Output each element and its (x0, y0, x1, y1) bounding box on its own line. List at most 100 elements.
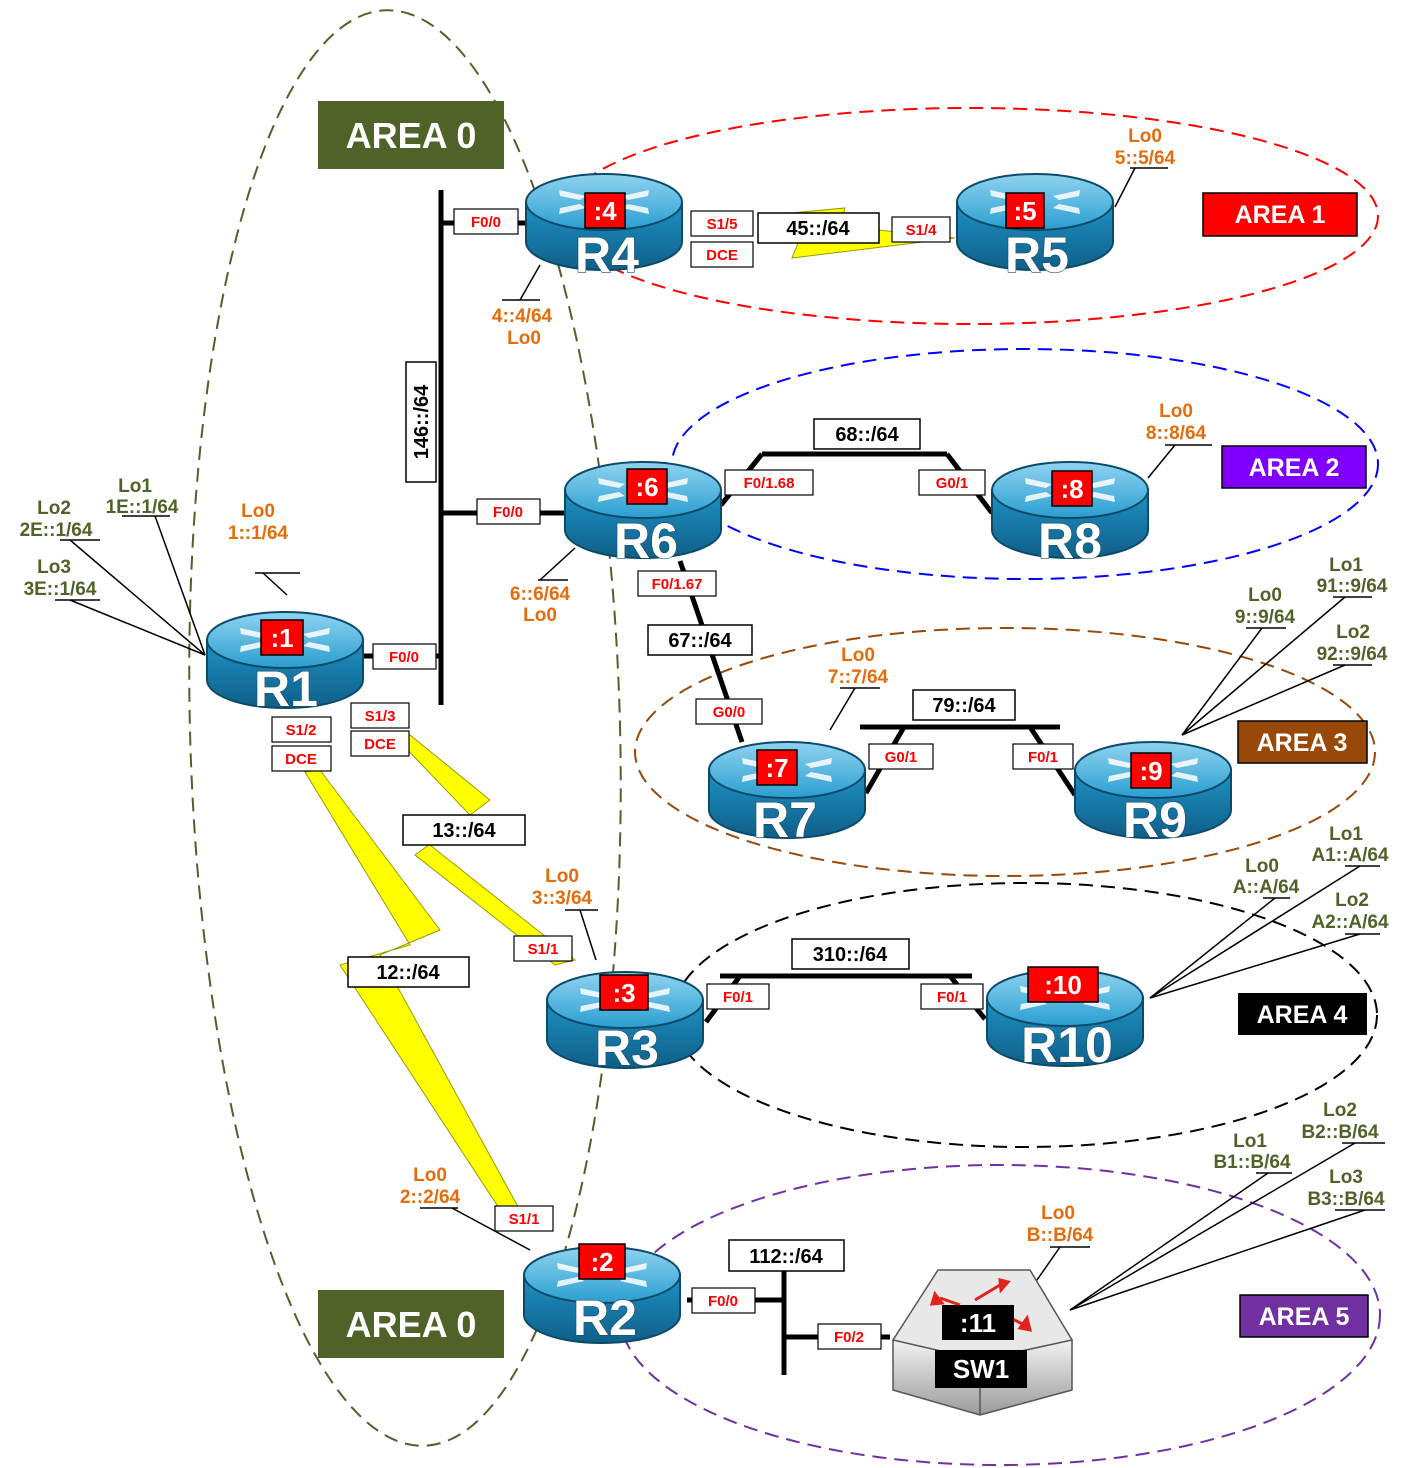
svg-text:Lo0: Lo0 (241, 501, 275, 522)
svg-text:13::/64: 13::/64 (432, 820, 496, 842)
area3-label: AREA 3 (1237, 720, 1368, 764)
svg-text:AREA 5: AREA 5 (1259, 1303, 1350, 1331)
svg-text:9::9/64: 9::9/64 (1235, 607, 1296, 628)
svg-text:R4: R4 (575, 227, 639, 283)
router-r7[interactable]: :7 R7 (708, 741, 866, 849)
svg-text:B3::B/64: B3::B/64 (1307, 1189, 1385, 1210)
svg-text:R6: R6 (614, 513, 678, 569)
loopback-leaders (55, 167, 1385, 1311)
net-68-label: 68::/64 (813, 418, 921, 450)
svg-text:310::/64: 310::/64 (813, 944, 888, 966)
net-310-label: 310::/64 (791, 938, 910, 970)
router-r8[interactable]: :8 R8 (991, 461, 1149, 570)
svg-text:92::9/64: 92::9/64 (1317, 644, 1388, 665)
svg-text:Lo0: Lo0 (1041, 1203, 1075, 1224)
router-r6[interactable]: :6 R6 (564, 461, 722, 570)
svg-text:F0/0: F0/0 (493, 504, 523, 521)
svg-text:68::/64: 68::/64 (835, 424, 899, 446)
svg-text:Lo2: Lo2 (1323, 1100, 1357, 1121)
svg-text:S1/5: S1/5 (707, 216, 738, 233)
svg-text:B::B/64: B::B/64 (1027, 1225, 1094, 1246)
svg-text:Lo2: Lo2 (37, 498, 71, 519)
svg-text:DCE: DCE (364, 736, 396, 753)
svg-text:AREA 0: AREA 0 (346, 115, 477, 156)
router-r10[interactable]: :10 R10 (986, 966, 1144, 1074)
router-r3[interactable]: :3 R3 (546, 971, 704, 1077)
svg-text::6: :6 (635, 472, 658, 502)
svg-text:Lo0: Lo0 (413, 1165, 447, 1186)
svg-text:F0/1: F0/1 (723, 989, 753, 1006)
svg-text:Lo0: Lo0 (523, 605, 557, 626)
svg-text:3E::1/64: 3E::1/64 (24, 579, 97, 600)
router-r5[interactable]: :5 R5 (956, 173, 1114, 284)
svg-text:1::1/64: 1::1/64 (228, 523, 289, 544)
svg-text::9: :9 (1139, 756, 1162, 786)
svg-text::8: :8 (1060, 474, 1083, 504)
svg-text::7: :7 (765, 753, 788, 783)
svg-text:Lo2: Lo2 (1335, 890, 1369, 911)
svg-text:2::2/64: 2::2/64 (400, 1187, 461, 1208)
net-45-label: 45::/64 (757, 212, 880, 244)
svg-text:B1::B/64: B1::B/64 (1213, 1152, 1291, 1173)
svg-text:AREA 1: AREA 1 (1235, 201, 1326, 229)
net-112-label: 112::/64 (728, 1239, 845, 1272)
svg-text:R7: R7 (753, 792, 817, 848)
svg-text:S1/4: S1/4 (906, 222, 938, 239)
svg-text:R5: R5 (1005, 227, 1069, 283)
router-r9[interactable]: :9 R9 (1074, 741, 1232, 849)
svg-text:Lo0: Lo0 (1159, 401, 1193, 422)
switch-arrows-icon (929, 1278, 1033, 1332)
svg-text:3::3/64: 3::3/64 (532, 888, 593, 909)
svg-text:Lo3: Lo3 (1329, 1167, 1363, 1188)
svg-text:R3: R3 (595, 1020, 659, 1076)
svg-text:146::/64: 146::/64 (411, 384, 433, 459)
svg-text:B2::B/64: B2::B/64 (1301, 1122, 1379, 1143)
svg-text:Lo0: Lo0 (841, 645, 875, 666)
svg-text:45::/64: 45::/64 (786, 218, 850, 240)
svg-text:G0/1: G0/1 (936, 475, 969, 492)
area4-label: AREA 4 (1238, 993, 1367, 1035)
svg-text:A1::A/64: A1::A/64 (1311, 845, 1389, 866)
svg-text:S1/1: S1/1 (509, 1211, 540, 1228)
svg-text:Lo2: Lo2 (1336, 622, 1370, 643)
svg-text:AREA 2: AREA 2 (1249, 454, 1340, 482)
svg-text::4: :4 (593, 196, 617, 226)
svg-text:F0/1: F0/1 (1028, 749, 1058, 766)
svg-text:R2: R2 (573, 1290, 637, 1346)
svg-text:R1: R1 (254, 661, 318, 717)
svg-text:R10: R10 (1021, 1017, 1113, 1073)
switch-sw1[interactable]: :11 SW1 (891, 1269, 1074, 1416)
router-r4[interactable]: :4 R4 (525, 173, 683, 284)
net-146-label: 146::/64 (405, 361, 437, 483)
area0-ellipse (188, 9, 622, 1447)
svg-text:S1/3: S1/3 (365, 708, 396, 725)
svg-text:AREA 4: AREA 4 (1257, 1001, 1348, 1029)
svg-text:AREA 3: AREA 3 (1257, 729, 1348, 757)
svg-text:S1/1: S1/1 (528, 941, 559, 958)
svg-text:F0/1: F0/1 (937, 989, 967, 1006)
svg-text:Lo1: Lo1 (1329, 555, 1363, 576)
svg-text:Lo0: Lo0 (1248, 585, 1282, 606)
area0-top-label: AREA 0 (318, 101, 504, 169)
svg-text:91::9/64: 91::9/64 (1317, 576, 1388, 597)
svg-text:Lo0: Lo0 (545, 866, 579, 887)
svg-text:F0/0: F0/0 (389, 649, 419, 666)
svg-text:5::5/64: 5::5/64 (1115, 148, 1176, 169)
svg-text::11: :11 (960, 1308, 996, 1338)
svg-text:Lo0: Lo0 (1245, 856, 1279, 877)
svg-text:Lo1: Lo1 (118, 476, 152, 497)
net-79-label: 79::/64 (912, 689, 1016, 721)
svg-text:DCE: DCE (706, 247, 738, 264)
svg-text:R8: R8 (1038, 513, 1102, 569)
router-r2[interactable]: :2 R2 (523, 1243, 681, 1347)
net-67-label: 67::/64 (647, 624, 753, 656)
svg-text:4::4/64: 4::4/64 (492, 306, 553, 327)
svg-text:SW1: SW1 (953, 1354, 1009, 1384)
svg-text:79::/64: 79::/64 (932, 695, 996, 717)
router-r1[interactable]: :1 R1 (206, 611, 364, 718)
area1-label: AREA 1 (1202, 192, 1358, 237)
svg-text:Lo0: Lo0 (507, 328, 541, 349)
svg-text:67::/64: 67::/64 (668, 630, 732, 652)
svg-text:R9: R9 (1123, 792, 1187, 848)
